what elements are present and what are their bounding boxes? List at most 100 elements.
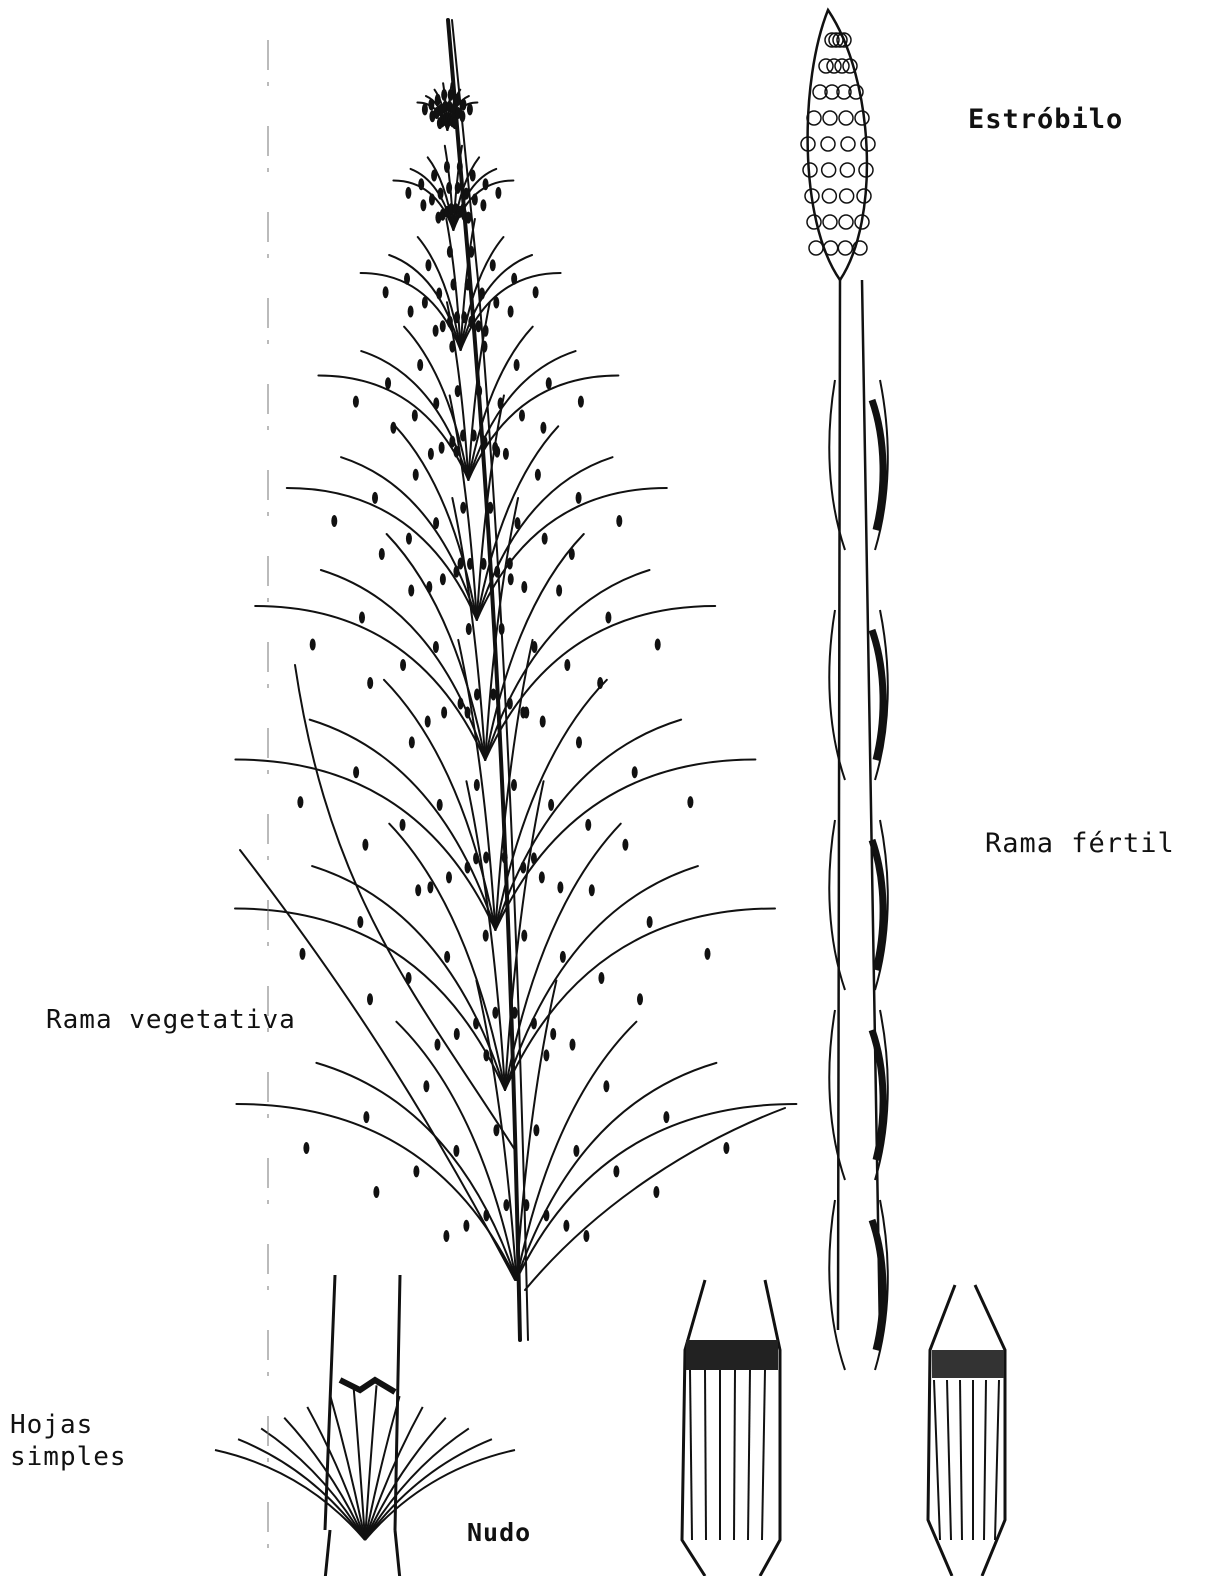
branchlet-node: [438, 188, 444, 200]
branchlet-node: [405, 187, 411, 199]
branchlet-node: [583, 1230, 589, 1242]
branchlet-node: [483, 1209, 489, 1221]
branchlet-node: [420, 199, 426, 211]
branchlet-node: [417, 359, 423, 371]
branchlet-node: [550, 1028, 556, 1040]
branchlet-node: [465, 279, 471, 291]
branchlet-node: [540, 422, 546, 434]
branchlet-node: [492, 1007, 498, 1019]
branchlet-node: [519, 410, 525, 422]
branchlet-node: [455, 182, 461, 194]
branchlet-node: [616, 515, 622, 527]
sporangium: [807, 215, 821, 229]
branchlet-node: [427, 881, 433, 893]
branchlet-node: [423, 1080, 429, 1092]
branchlet-node: [363, 1111, 369, 1123]
label-rama-vegetativa: Rama vegetativa: [46, 1005, 296, 1035]
sheath-rib: [748, 1370, 750, 1540]
branchlet-node: [412, 410, 418, 422]
branchlet-node: [569, 548, 575, 560]
branchlet-node: [481, 341, 487, 353]
branchlet-node: [632, 766, 638, 778]
branchlet-node: [508, 573, 514, 585]
branchlet-node: [409, 736, 415, 748]
branchlet-node: [331, 515, 337, 527]
branchlet-node: [390, 422, 396, 434]
strobilus: [808, 10, 867, 280]
branchlet-node: [425, 716, 431, 728]
branchlet-node: [613, 1165, 619, 1177]
branchlet-node: [447, 316, 453, 328]
branchlet-node: [475, 320, 481, 332]
branchlet-node: [543, 1049, 549, 1061]
sheath-rib: [705, 1370, 706, 1540]
node-sheath-dark: [340, 1380, 395, 1392]
branchlet-node: [483, 930, 489, 942]
branchlet-node: [563, 1220, 569, 1232]
branchlet-node: [367, 993, 373, 1005]
branchlet-node: [441, 89, 447, 101]
sporangium: [843, 59, 857, 73]
sporangium: [823, 215, 837, 229]
branchlet-node: [499, 623, 505, 635]
sporangium: [861, 137, 875, 151]
branchlet-node: [637, 993, 643, 1005]
branchlet-node: [454, 1028, 460, 1040]
branchlet-node: [578, 396, 584, 408]
fertile-branch-drawing: [801, 10, 888, 1370]
branchlet-node: [404, 273, 410, 285]
branchlet-node: [408, 585, 414, 597]
branchlet-node: [539, 871, 545, 883]
branchlet-node: [476, 385, 482, 397]
branchlet-node: [385, 377, 391, 389]
branchlet-node: [453, 1145, 459, 1157]
sporangium: [841, 137, 855, 151]
branchlet-node: [450, 279, 456, 291]
branchlet-node: [523, 707, 529, 719]
branchlet-node: [589, 884, 595, 896]
branchlet-node: [546, 377, 552, 389]
branchlet-node: [440, 573, 446, 585]
branchlet-node: [435, 94, 441, 106]
branchlet-node: [428, 99, 434, 111]
sporangium: [827, 59, 841, 73]
sheath-band: [686, 1340, 778, 1370]
branchlet-node: [481, 558, 487, 570]
branchlet-node: [508, 306, 514, 318]
branchlet-node: [514, 359, 520, 371]
sheath-rib: [960, 1380, 962, 1540]
label-rama-fertil: Rama fértil: [985, 828, 1175, 859]
branchlet-node: [466, 623, 472, 635]
branchlet-node: [564, 659, 570, 671]
branchlet-node: [653, 1186, 659, 1198]
sporangium: [824, 241, 838, 255]
branchlet-node: [439, 442, 445, 454]
branchlet-node: [480, 199, 486, 211]
branchlet-node: [418, 178, 424, 190]
branch-whorl: [255, 498, 715, 760]
branchlet-node: [454, 311, 460, 323]
sporangium: [855, 111, 869, 125]
branchlet-node: [533, 286, 539, 298]
branchlet-node: [447, 246, 453, 258]
sporangium: [822, 189, 836, 203]
sporangium: [835, 59, 849, 73]
label-estrobilo: Estróbilo: [968, 104, 1123, 135]
fertile-sheath-shade: [872, 1030, 883, 1160]
branchlet-node: [435, 1039, 441, 1051]
branchlet-node: [471, 430, 477, 442]
branchlet-node: [521, 581, 527, 593]
branchlet-node: [647, 916, 653, 928]
branchlet-node: [570, 1039, 576, 1051]
branchlet-node: [521, 930, 527, 942]
branchlet-node: [723, 1142, 729, 1154]
branchlet-node: [357, 916, 363, 928]
branchlet-node: [474, 689, 480, 701]
branchlet-node: [687, 796, 693, 808]
branchlet-node: [379, 548, 385, 560]
branchlet-node: [483, 851, 489, 863]
branchlet-node: [359, 612, 365, 624]
branchlet-node: [297, 796, 303, 808]
